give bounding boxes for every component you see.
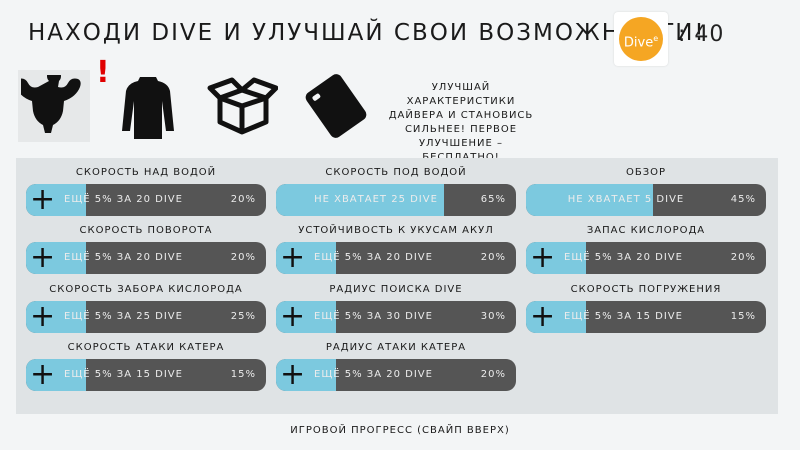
upgrade-bar[interactable]: + ЕЩЁ 5% ЗА 30 DIVE 30% [276, 301, 516, 333]
upgrade-percent: 20% [230, 194, 256, 205]
upgrade-percent: 20% [730, 252, 756, 263]
upgrade-progress-fill [276, 301, 336, 333]
wetsuit-icon [122, 77, 174, 139]
tab-box[interactable] [206, 70, 278, 142]
upgrade-item: СКОРОСТЬ ПОД ВОДОЙ НЕ ХВАТАЕТ 25 DIVE 65% [276, 166, 516, 216]
upgrade-cost: ЕЩЁ 5% ЗА 25 DIVE [64, 311, 183, 322]
upgrade-bar[interactable]: НЕ ХВАТАЕТ 5 DIVE 45% [526, 184, 766, 216]
tab-alert-badge: ! [96, 55, 110, 90]
plus-icon[interactable]: + [530, 242, 556, 274]
diver-strength-icon [21, 75, 81, 133]
upgrade-progress-fill [26, 359, 86, 391]
upgrade-cost: НЕ ХВАТАЕТ 25 DIVE [314, 194, 438, 205]
plus-icon[interactable]: + [280, 242, 306, 274]
upgrade-label: СКОРОСТЬ ПОГРУЖЕНИЯ [570, 284, 722, 295]
upgrade-progress-fill [526, 301, 586, 333]
upgrade-cost: ЕЩЁ 5% ЗА 20 DIVE [314, 252, 433, 263]
upgrade-item: СКОРОСТЬ АТАКИ КАТЕРА + ЕЩЁ 5% ЗА 15 DIVE 1… [26, 341, 266, 391]
dive-logo: Divee [614, 12, 668, 66]
upgrade-label: УСТОЙЧИВОСТЬ К УКУСАМ АКУЛ [298, 225, 494, 236]
tab-card[interactable] [300, 70, 372, 142]
upgrade-progress-fill [26, 184, 86, 216]
upgrade-label: СКОРОСТЬ АТАКИ КАТЕРА [67, 342, 225, 353]
dive-coin-icon: Divee [619, 17, 663, 61]
upgrade-item: СКОРОСТЬ ЗАБОРА КИСЛОРОДА + ЕЩЁ 5% ЗА 25 D… [26, 283, 266, 333]
plus-icon[interactable]: + [30, 184, 56, 216]
upgrade-label: РАДИУС ПОИСКА DIVE [329, 284, 463, 295]
upgrade-progress-fill [26, 242, 86, 274]
upgrade-bar[interactable]: + ЕЩЁ 5% ЗА 15 DIVE 15% [526, 301, 766, 333]
plus-icon[interactable]: + [280, 359, 306, 391]
upgrade-label: СКОРОСТЬ ПОД ВОДОЙ [325, 167, 467, 178]
page-title: НАХОДИ DIVE И УЛУЧШАЙ СВОИ ВОЗМОЖНОСТИ! [28, 20, 706, 46]
plus-icon[interactable]: + [530, 301, 556, 333]
upgrade-cost: ЕЩЁ 5% ЗА 30 DIVE [314, 311, 433, 322]
dive-balance-value: 40 [694, 22, 725, 47]
upgrade-percent: 30% [480, 311, 506, 322]
upgrade-percent: 45% [730, 194, 756, 205]
upgrade-item: СКОРОСТЬ ПОВОРОТА + ЕЩЁ 5% ЗА 20 DIVE 20% [26, 224, 266, 274]
upgrade-percent: 20% [480, 252, 506, 263]
upgrade-label: ОБЗОР [625, 167, 667, 178]
swipe-up-hint[interactable]: ИГРОВОЙ ПРОГРЕСС (СВАЙП ВВЕРХ) [290, 425, 510, 436]
upgrade-bar[interactable]: НЕ ХВАТАЕТ 25 DIVE 65% [276, 184, 516, 216]
upgrade-item: РАДИУС ПОИСКА DIVE + ЕЩЁ 5% ЗА 30 DIVE 30% [276, 283, 516, 333]
upgrade-label: СКОРОСТЬ ЗАБОРА КИСЛОРОДА [49, 284, 243, 295]
tab-diver-strength[interactable] [18, 70, 90, 142]
upgrade-progress-fill [276, 242, 336, 274]
upgrade-item: ЗАПАС КИСЛОРОДА + ЕЩЁ 5% ЗА 20 DIVE 20% [526, 224, 766, 274]
plus-icon[interactable]: + [30, 359, 56, 391]
upgrade-item: УСТОЙЧИВОСТЬ К УКУСАМ АКУЛ + ЕЩЁ 5% ЗА 20 … [276, 224, 516, 274]
upgrade-cost: НЕ ХВАТАЕТ 5 DIVE [567, 194, 685, 205]
upgrade-cost: ЕЩЁ 5% ЗА 15 DIVE [564, 311, 683, 322]
upgrade-bar[interactable]: + ЕЩЁ 5% ЗА 20 DIVE 20% [276, 359, 516, 391]
upgrade-percent: 25% [230, 311, 256, 322]
upgrade-hint: УЛУЧШАЙ ХАРАКТЕРИСТИКИ ДАЙВЕРА И СТАНОВИ… [388, 82, 534, 163]
upgrade-percent: 15% [730, 311, 756, 322]
tab-wetsuit[interactable] [112, 70, 184, 142]
upgrade-cost: ЕЩЁ 5% ЗА 20 DIVE [564, 252, 683, 263]
upgrade-item: СКОРОСТЬ НАД ВОДОЙ + ЕЩЁ 5% ЗА 20 DIVE 20% [26, 166, 266, 216]
upgrade-progress-fill [526, 184, 654, 216]
upgrade-item: СКОРОСТЬ ПОГРУЖЕНИЯ + ЕЩЁ 5% ЗА 15 DIVE 15% [526, 283, 766, 333]
upgrade-cost: ЕЩЁ 5% ЗА 20 DIVE [314, 369, 433, 380]
upgrade-percent: 65% [480, 194, 506, 205]
upgrade-label: СКОРОСТЬ ПОВОРОТА [79, 225, 213, 236]
upgrade-item: РАДИУС АТАКИ КАТЕРА + ЕЩЁ 5% ЗА 20 DIVE 20% [276, 341, 516, 391]
upgrade-item: ОБЗОР НЕ ХВАТАЕТ 5 DIVE 45% [526, 166, 766, 216]
plus-icon[interactable]: + [280, 301, 306, 333]
upgrade-label: СКОРОСТЬ НАД ВОДОЙ [75, 167, 217, 178]
upgrade-progress-fill [526, 242, 586, 274]
upgrade-bar[interactable]: + ЕЩЁ 5% ЗА 25 DIVE 25% [26, 301, 266, 333]
upgrade-bar[interactable]: + ЕЩЁ 5% ЗА 20 DIVE 20% [26, 242, 266, 274]
upgrade-label: РАДИУС АТАКИ КАТЕРА [325, 342, 467, 353]
box-icon [207, 77, 278, 135]
upgrade-cost: ЕЩЁ 5% ЗА 20 DIVE [64, 252, 183, 263]
upgrade-progress-fill [26, 301, 86, 333]
upgrade-bar[interactable]: + ЕЩЁ 5% ЗА 20 DIVE 20% [276, 242, 516, 274]
upgrade-label: ЗАПАС КИСЛОРОДА [586, 225, 706, 236]
upgrade-cost: ЕЩЁ 5% ЗА 15 DIVE [64, 369, 183, 380]
plus-icon[interactable]: + [30, 242, 56, 274]
upgrade-progress-fill [276, 184, 444, 216]
upgrade-bar[interactable]: + ЕЩЁ 5% ЗА 20 DIVE 20% [526, 242, 766, 274]
upgrade-percent: 20% [230, 252, 256, 263]
upgrade-percent: 20% [480, 369, 506, 380]
upgrade-cost: ЕЩЁ 5% ЗА 20 DIVE [64, 194, 183, 205]
upgrade-percent: 15% [230, 369, 256, 380]
dive-balance: :40 [678, 22, 725, 47]
upgrade-progress-fill [276, 359, 336, 391]
plus-icon[interactable]: + [30, 301, 56, 333]
upgrade-bar[interactable]: + ЕЩЁ 5% ЗА 15 DIVE 15% [26, 359, 266, 391]
upgrade-bar[interactable]: + ЕЩЁ 5% ЗА 20 DIVE 20% [26, 184, 266, 216]
card-icon [305, 74, 367, 138]
